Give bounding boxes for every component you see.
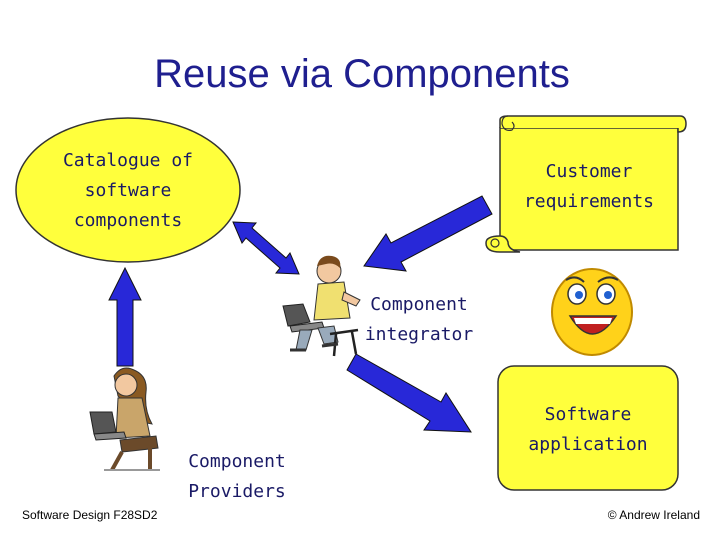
integrator-label: Component integrator (356, 290, 482, 350)
application-line-1: Software (544, 404, 632, 425)
catalogue-ellipse (15, 117, 241, 263)
provider-person-icon (89, 367, 160, 471)
integrator-line-2: integrator (364, 324, 474, 345)
arrow-customer-to-integrator (363, 195, 493, 272)
catalogue-line-1: Catalogue of (62, 150, 194, 171)
providers-label: Component Providers (170, 447, 304, 507)
smiley-face-icon (551, 268, 633, 356)
footer-course: Software Design F28SD2 (22, 508, 158, 522)
double-arrow-catalogue-integrator (232, 221, 300, 275)
providers-line-2: Providers (188, 481, 286, 502)
customer-line-1: Customer (545, 161, 633, 182)
integrator-person-icon (282, 255, 361, 357)
application-line-2: application (528, 434, 648, 455)
arrow-providers-to-catalogue (108, 266, 142, 367)
catalogue-label: Catalogue of software components (40, 146, 216, 236)
catalogue-line-2: software (84, 180, 172, 201)
catalogue-line-3: components (73, 210, 183, 231)
application-label: Software application (498, 400, 678, 460)
slide-title: Reuse via Components (154, 52, 570, 96)
application-box (497, 365, 679, 491)
customer-requirements-label: Customer requirements (500, 157, 678, 217)
arrow-integrator-to-application (346, 353, 472, 433)
customer-line-2: requirements (523, 191, 655, 212)
integrator-line-1: Component (370, 294, 468, 315)
providers-line-1: Component (188, 451, 286, 472)
footer-copyright: © Andrew Ireland (607, 508, 700, 522)
scroll-shape (485, 115, 687, 253)
